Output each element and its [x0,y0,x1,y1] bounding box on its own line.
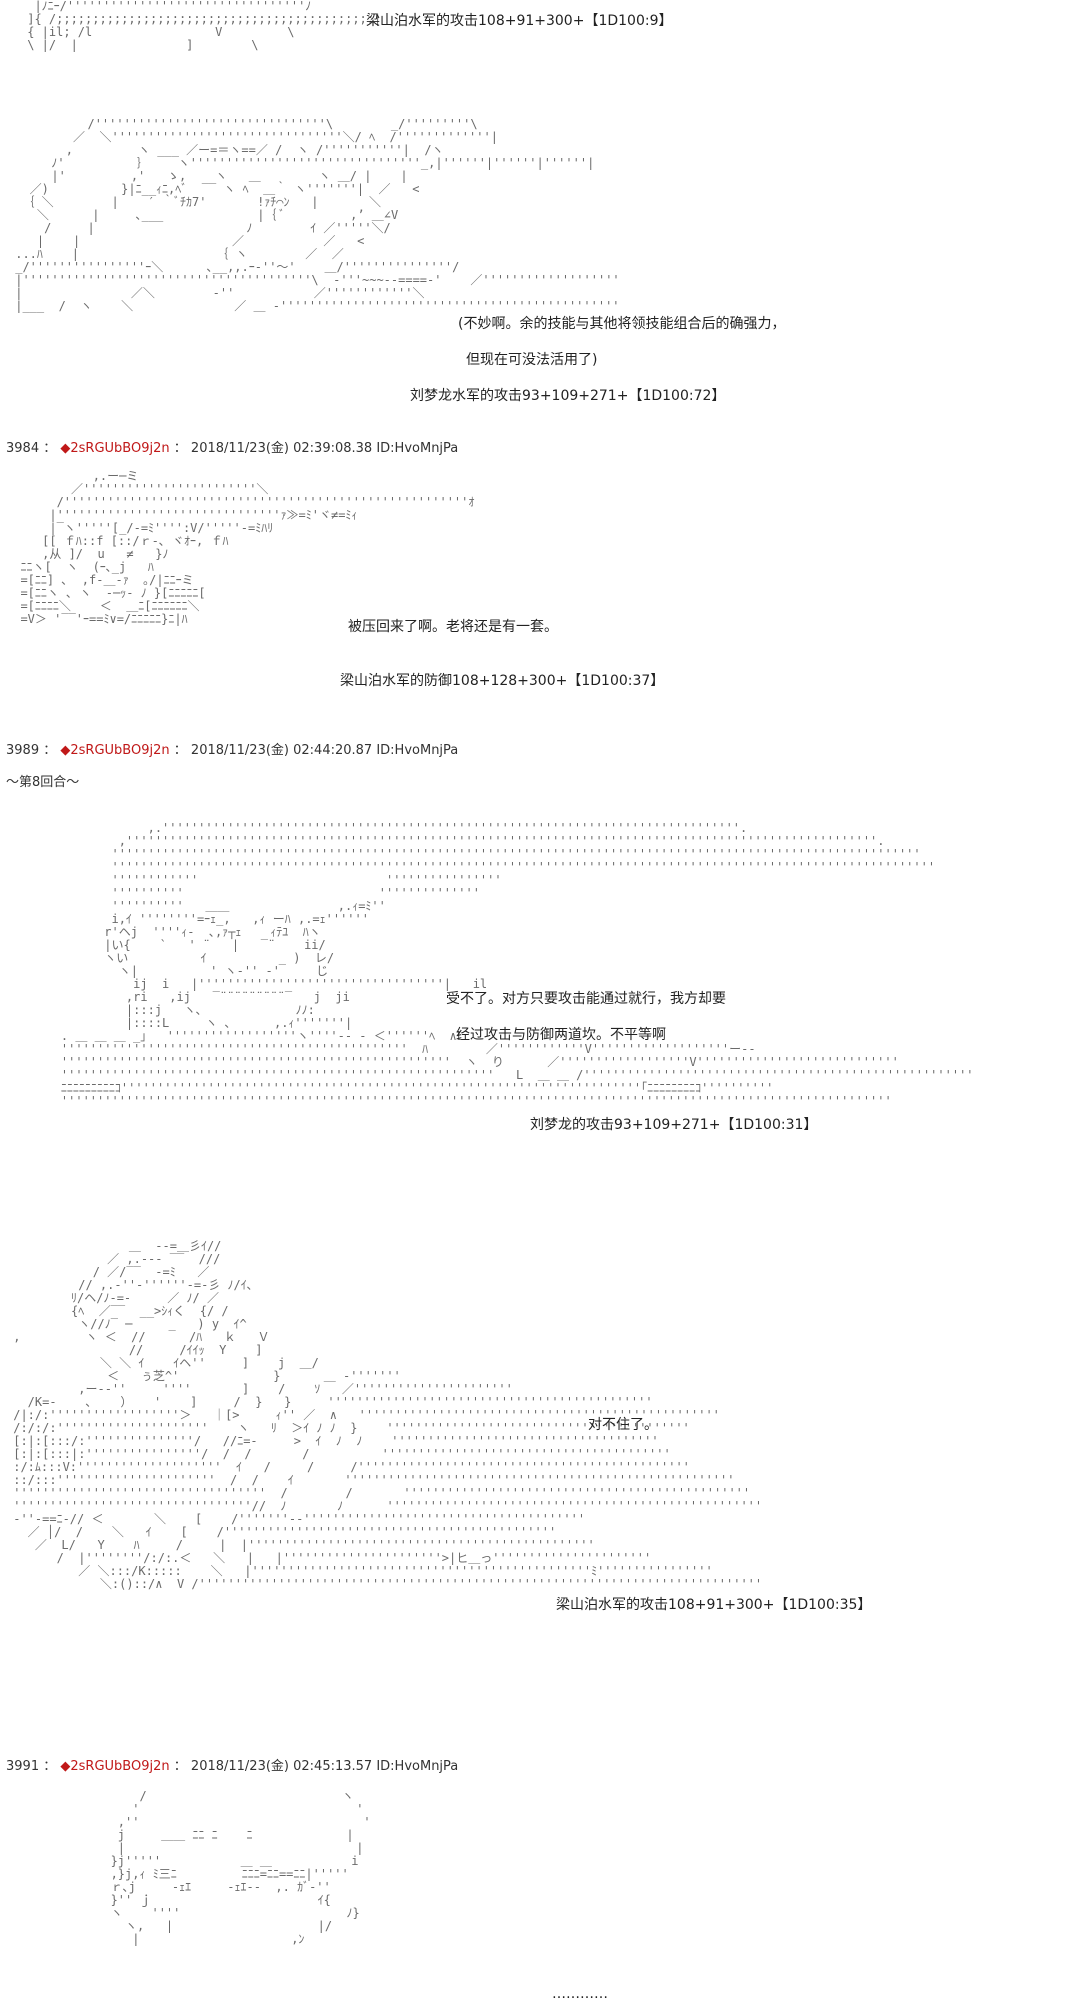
dialog-line-3: 被压回来了啊。老将还是有一套。 [348,619,558,635]
dialog-line-7: ………… [552,1986,608,2002]
dialog-line-4: 受不了。对方只要攻击能通过就行，我方却要 [446,991,726,1007]
ascii-art-stern-man: / ヽ ' ' ,'' ' j ＿＿ ﾆﾆ ﾆ ﾆ | | | [110,1789,371,1946]
ascii-art-old-general: ,.ー─ミ ／''''''''''''''''''''''''＼ /''''''… [20,469,475,626]
post-separator: ： [173,1759,187,1774]
post-trip[interactable]: 2sRGUbBO9j2n [70,743,170,758]
post-id[interactable]: ID:HvoMnjPa [376,1759,459,1774]
ascii-art-warrior: ＿ --=＿彡ｲ// ／ ,.--‐ ‾‾ /// / ／/‾‾ -=ﾐ ／ /… [13,1239,763,1591]
post-separator: ： [43,1759,57,1774]
post-datetime: 2018/11/23(金) 02:45:13.57 [190,1759,373,1774]
dialog-line-2: 但现在可没法活用了) [466,352,598,368]
post-trip[interactable]: 2sRGUbBO9j2n [70,1759,170,1774]
roll-liu-attack-1: 刘梦龙水军的攻击93+109+271+【1D100:72】 [410,388,726,404]
post-separator: ： [43,441,57,456]
dialog-line-1: (不妙啊。余的技能与其他将领技能组合后的确强力， [458,316,786,332]
roll-liangshan-attack-2: 梁山泊水军的攻击108+91+300+【1D100:35】 [556,1597,872,1613]
post-separator: ： [173,441,187,456]
post-number: 3989 [6,743,40,758]
post-trip[interactable]: 2sRGUbBO9j2n [70,441,170,456]
dialog-line-5: 经过攻击与防御两道坎。不平等啊 [456,1027,666,1043]
trip-diamond-icon: ◆ [60,743,71,758]
roll-liu-attack-2: 刘梦龙的攻击93+109+271+【1D100:31】 [530,1117,818,1133]
post-header: 3991 ： ◆2sRGUbBO9j2n ： 2018/11/23(金) 02:… [6,1758,458,1776]
ascii-art-helmet-figure: /''''''''''''''''''''''''''''''''\ _/'''… [15,117,620,313]
trip-diamond-icon: ◆ [60,441,71,456]
post-number: 3984 [6,441,40,456]
post-datetime: 2018/11/23(金) 02:39:08.38 [190,441,373,456]
round-title: ～第8回合～ [6,775,80,790]
dialog-line-6: 对不住了。 [588,1417,658,1433]
post-datetime: 2018/11/23(金) 02:44:20.87 [190,743,373,758]
post-separator: ： [43,743,57,758]
ascii-art-top: |ﾉﾆｰ/'''''''''''''''''''''''''''''''''ﾉ … [27,0,382,52]
roll-liangshan-attack-1: 梁山泊水军的攻击108+91+300+【1D100:9】 [366,13,673,29]
post-header: 3984 ： ◆2sRGUbBO9j2n ： 2018/11/23(金) 02:… [6,440,458,458]
post-number: 3991 [6,1759,40,1774]
trip-diamond-icon: ◆ [60,1759,71,1774]
post-id[interactable]: ID:HvoMnjPa [376,441,459,456]
ascii-art-bald-man: ,.''''''''''''''''''''''''''''''''''''''… [60,821,974,1108]
roll-liangshan-defense-1: 梁山泊水军的防御108+128+300+【1D100:37】 [340,673,665,689]
post-header: 3989 ： ◆2sRGUbBO9j2n ： 2018/11/23(金) 02:… [6,742,458,760]
post-id[interactable]: ID:HvoMnjPa [376,743,459,758]
post-separator: ： [173,743,187,758]
